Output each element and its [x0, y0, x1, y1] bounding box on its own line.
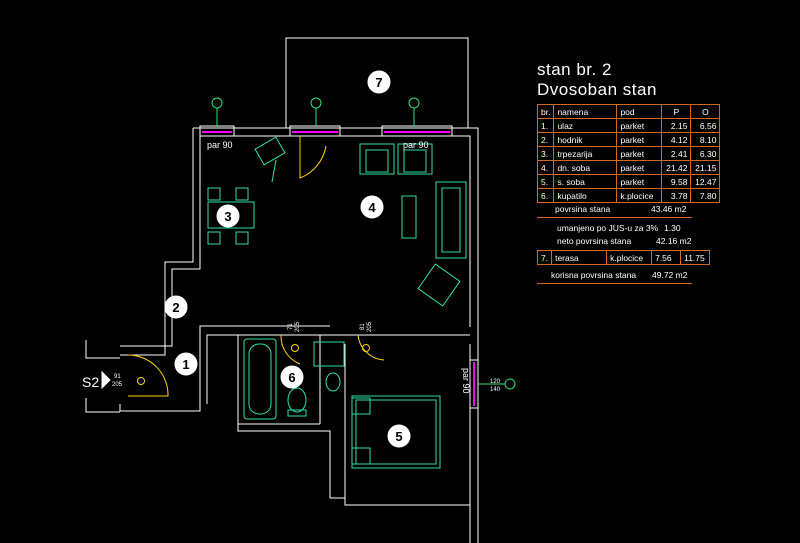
cell: 21.42 [661, 160, 692, 175]
cell: 6. [536, 188, 555, 203]
cell: 8.10 [690, 132, 721, 147]
cell: 5. [536, 174, 555, 189]
door-label-top-left: par 90 [207, 140, 233, 150]
entry-dim-width: 91 [114, 374, 121, 380]
entry-dim-height: 205 [112, 382, 123, 388]
cell: parket [616, 160, 663, 175]
table-header-row: br. namena pod P O [536, 104, 721, 119]
cell: 3. [536, 146, 555, 161]
furniture [207, 136, 467, 469]
door-label-top-mid: par 90 [403, 140, 429, 150]
korisna-label: korisna povrsina stana [551, 270, 637, 280]
window-markers [211, 97, 516, 390]
cell: 9.58 [661, 174, 692, 189]
cell: trpezarija [553, 146, 618, 161]
doors [127, 136, 385, 397]
korisna-underline [537, 283, 692, 284]
terrace-table: 7. terasa k.plocice 7.56 11.75 [536, 250, 711, 265]
neto-value: 42.16 m2 [656, 236, 692, 246]
windows [202, 131, 475, 406]
umanjeno-label: umanjeno po JUS-u za 3% [557, 223, 659, 233]
cell: k.plocice [606, 250, 653, 265]
cell: 11.75 [680, 250, 711, 265]
cell: 1. [536, 118, 555, 133]
room-number-3: 3 [224, 209, 231, 224]
door-label-right-side: par 90 [461, 368, 471, 394]
dim-mark-e: 120 [490, 379, 501, 385]
entry-arrow-icon [101, 370, 111, 390]
apartment-title: stan br. 2 [537, 60, 612, 79]
cell: hodnik [553, 132, 618, 147]
col-header: O [690, 104, 721, 119]
small-markers [137, 344, 370, 385]
walls [85, 127, 479, 543]
cell: parket [616, 132, 663, 147]
room-number-6: 6 [288, 370, 295, 385]
col-header: namena [553, 104, 618, 119]
povrsina-value: 43.46 m2 [651, 204, 687, 214]
cell: 2. [536, 132, 555, 147]
cell: 3.78 [661, 188, 692, 203]
entry-label: S2 [82, 374, 99, 390]
cell: 4. [536, 160, 555, 175]
cell: parket [616, 146, 663, 161]
dim-mark-a: 71 [288, 323, 294, 330]
room-number-4: 4 [368, 200, 376, 215]
cell: 4.12 [661, 132, 692, 147]
room-number-7: 7 [375, 75, 382, 90]
col-header: br. [536, 104, 555, 119]
cell: kupatilo [553, 188, 618, 203]
apartment-type: Dvosoban stan [537, 80, 657, 99]
dim-mark-f: 140 [490, 387, 501, 393]
cell: 6.56 [690, 118, 721, 133]
cell: k.plocice [616, 188, 663, 203]
cell: 6.30 [690, 146, 721, 161]
cell: parket [616, 118, 663, 133]
col-header: P [661, 104, 692, 119]
cell: 2.41 [661, 146, 692, 161]
cell: dn. soba [553, 160, 618, 175]
cell: parket [616, 174, 663, 189]
room-number-1: 1 [182, 357, 189, 372]
room-number-5: 5 [395, 429, 402, 444]
cell: 21.15 [690, 160, 721, 175]
dim-mark-b: 205 [295, 321, 301, 332]
cell: terasa [551, 250, 608, 265]
umanjeno-value: 1.30 [664, 223, 681, 233]
cell: 7.56 [651, 250, 682, 265]
povrsina-label: povrsina stana [555, 204, 611, 214]
dim-mark-d: 205 [367, 321, 373, 332]
table-row: 7. terasa k.plocice 7.56 11.75 [536, 250, 711, 265]
summary-divider [537, 217, 692, 218]
korisna-value: 49.72 m2 [652, 270, 688, 280]
room-number-2: 2 [172, 300, 179, 315]
room-number-circles [164, 70, 411, 448]
cell: 7. [536, 250, 553, 265]
terrace-outline [285, 37, 469, 128]
neto-label: neto povrsina stana [557, 236, 632, 246]
col-header: pod [616, 104, 663, 119]
dim-mark-c: 81 [360, 323, 366, 330]
cell: s. soba [553, 174, 618, 189]
cell: 12.47 [690, 174, 721, 189]
cell: 7.80 [690, 188, 721, 203]
cell: 2.15 [661, 118, 692, 133]
cell: ulaz [553, 118, 618, 133]
